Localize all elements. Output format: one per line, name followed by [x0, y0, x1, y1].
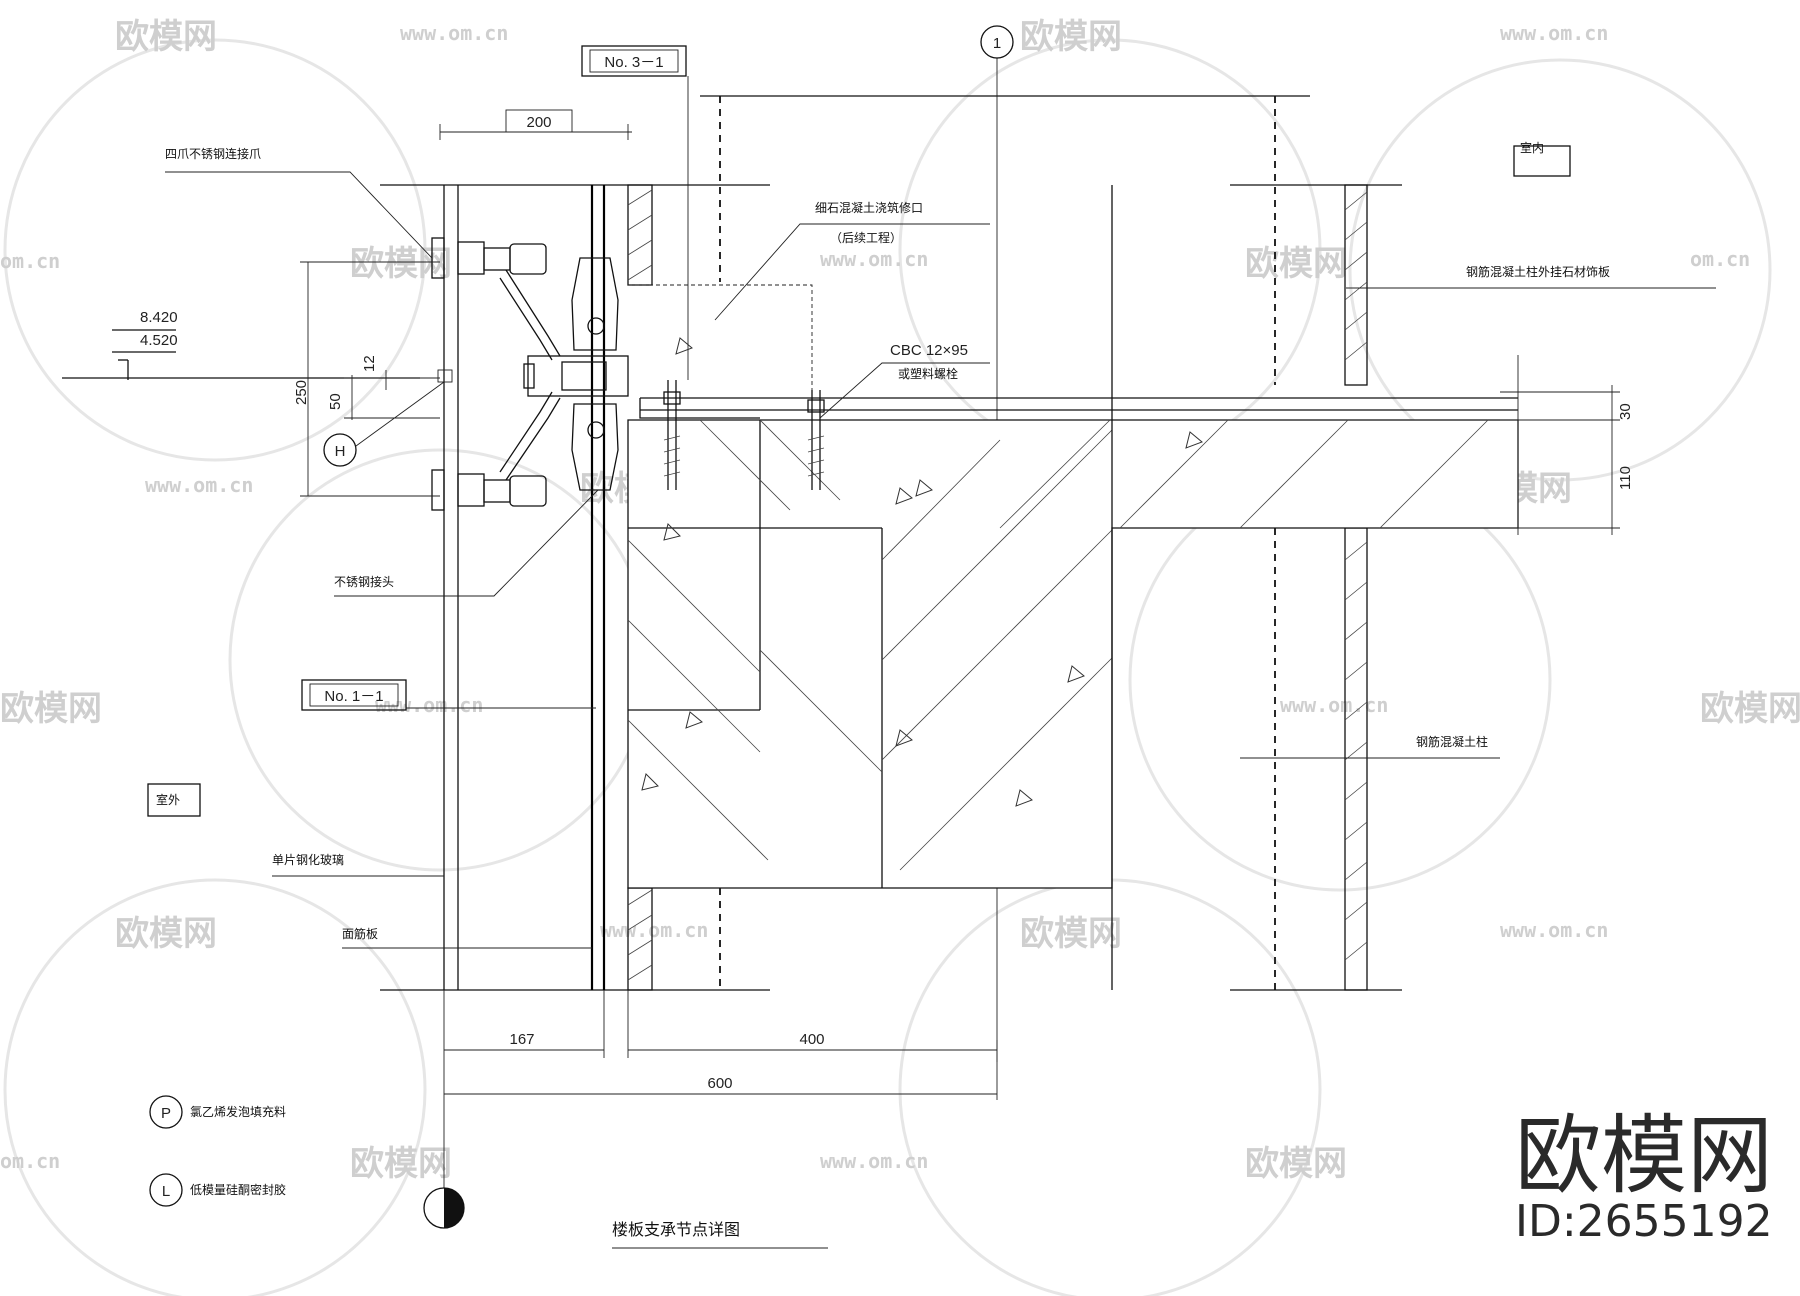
- orientation-symbol: [423, 1100, 465, 1229]
- watermark-brand: 欧模网: [115, 914, 217, 954]
- dim-50: 50: [327, 393, 344, 410]
- axis-bubble: [980, 25, 1014, 59]
- watermark-brand: 欧模网: [1245, 244, 1347, 284]
- watermark-url: www.om.cn: [375, 693, 483, 717]
- grid-bubble-h-label: H: [335, 443, 346, 460]
- watermark-url: www.om.cn: [600, 918, 708, 942]
- dim-110: 110: [1617, 466, 1634, 490]
- legend: P 氯乙烯发泡填充料 L 低模量硅酮密封胶: [149, 1095, 286, 1207]
- watermark-id: ID:2655192: [1515, 1196, 1773, 1247]
- callout-later-work: （后续工程）: [830, 230, 902, 245]
- watermark-brand: 欧模网: [1020, 914, 1122, 954]
- legend-l-label: L: [162, 1183, 170, 1200]
- drawing-title: 楼板支承节点详图: [612, 1220, 740, 1239]
- legend-p-label: P: [161, 1105, 171, 1122]
- callout-expansion-bolt: 或塑料螺栓: [898, 366, 958, 381]
- watermark-brand: 欧模网: [350, 244, 452, 284]
- axis-bubble-label: 1: [993, 35, 1001, 52]
- watermark-url: www.om.cn: [1500, 21, 1608, 45]
- sealant-joint: [437, 369, 453, 383]
- legend-p-text: 氯乙烯发泡填充料: [190, 1104, 286, 1119]
- watermark-url-short: om.cn: [0, 249, 60, 273]
- watermark-url: www.om.cn: [1280, 693, 1388, 717]
- fine-concrete-infill: [628, 284, 813, 420]
- watermark-brand: 欧模网: [1700, 689, 1800, 729]
- watermark-brand: 欧模网: [350, 1144, 452, 1184]
- legend-symbol-l: [149, 1173, 183, 1207]
- watermark-url-short: om.cn: [0, 1149, 60, 1173]
- watermark-url: www.om.cn: [400, 21, 508, 45]
- callout-fine-concrete: 细石混凝土浇筑修口: [815, 200, 923, 215]
- watermark-brand: 欧模网: [115, 17, 217, 57]
- watermark-brand: 欧模网: [1245, 1144, 1347, 1184]
- watermark-brand: 欧模网: [0, 689, 102, 729]
- watermark-brand: 欧模网: [1020, 17, 1122, 57]
- watermark-logo: 欧模网: [1515, 1106, 1773, 1206]
- spider-fitting: [431, 237, 629, 511]
- zone-interior: 室内: [1520, 140, 1544, 155]
- callout-column-cladding: 钢筋混凝土柱外挂石材饰板: [1466, 264, 1610, 279]
- watermark-url: www.om.cn: [820, 247, 928, 271]
- elevation-upper: 8.420: [140, 309, 178, 326]
- steel-plate: [640, 397, 1518, 411]
- steel-angle: [639, 398, 760, 419]
- stone-panel-upper: [627, 184, 653, 286]
- dim-12: 12: [361, 355, 378, 372]
- grid-bubble-h: [323, 433, 357, 467]
- callout-rc-column: 钢筋混凝土柱: [1416, 734, 1488, 749]
- watermark-texts: 欧模网 www.om.cn 欧模网 www.om.cn om.cn 欧模网 ww…: [0, 17, 1800, 1184]
- anchor-bolts: [663, 380, 825, 490]
- section-tag-no3-label: No. 3－1: [604, 54, 663, 71]
- callout-bolt-spec: CBC 12×95: [890, 342, 968, 359]
- watermark-url: www.om.cn: [1500, 918, 1608, 942]
- legend-l-text: 低模量硅酮密封胶: [190, 1182, 286, 1197]
- elevation-lower: 4.520: [140, 332, 178, 349]
- column-cladding-upper: [1344, 184, 1368, 386]
- dim-600: 600: [707, 1075, 732, 1092]
- section-tag-no1: [301, 679, 407, 711]
- callout-four-claw: 四爪不锈钢连接爪: [165, 146, 261, 161]
- floor-slab: [627, 419, 1519, 889]
- dim-400: 400: [799, 1031, 824, 1048]
- legend-symbol-p: [149, 1095, 183, 1129]
- callout-fin: 面筋板: [342, 926, 378, 941]
- watermark-url: www.om.cn: [145, 473, 253, 497]
- watermark-url: www.om.cn: [820, 1149, 928, 1173]
- section-tag-no3: [581, 45, 687, 77]
- dim-250: 250: [293, 380, 310, 405]
- callout-tempered-glass: 单片钢化玻璃: [272, 853, 344, 867]
- dim-30: 30: [1617, 403, 1634, 420]
- watermark-url-short: om.cn: [1690, 247, 1750, 271]
- zone-exterior: 室外: [156, 792, 180, 807]
- dim-167: 167: [509, 1031, 534, 1048]
- dim-200: 200: [526, 114, 551, 131]
- callout-ss-joint: 不锈钢接头: [334, 574, 394, 589]
- section-tag-no1-label: No. 1－1: [324, 688, 383, 705]
